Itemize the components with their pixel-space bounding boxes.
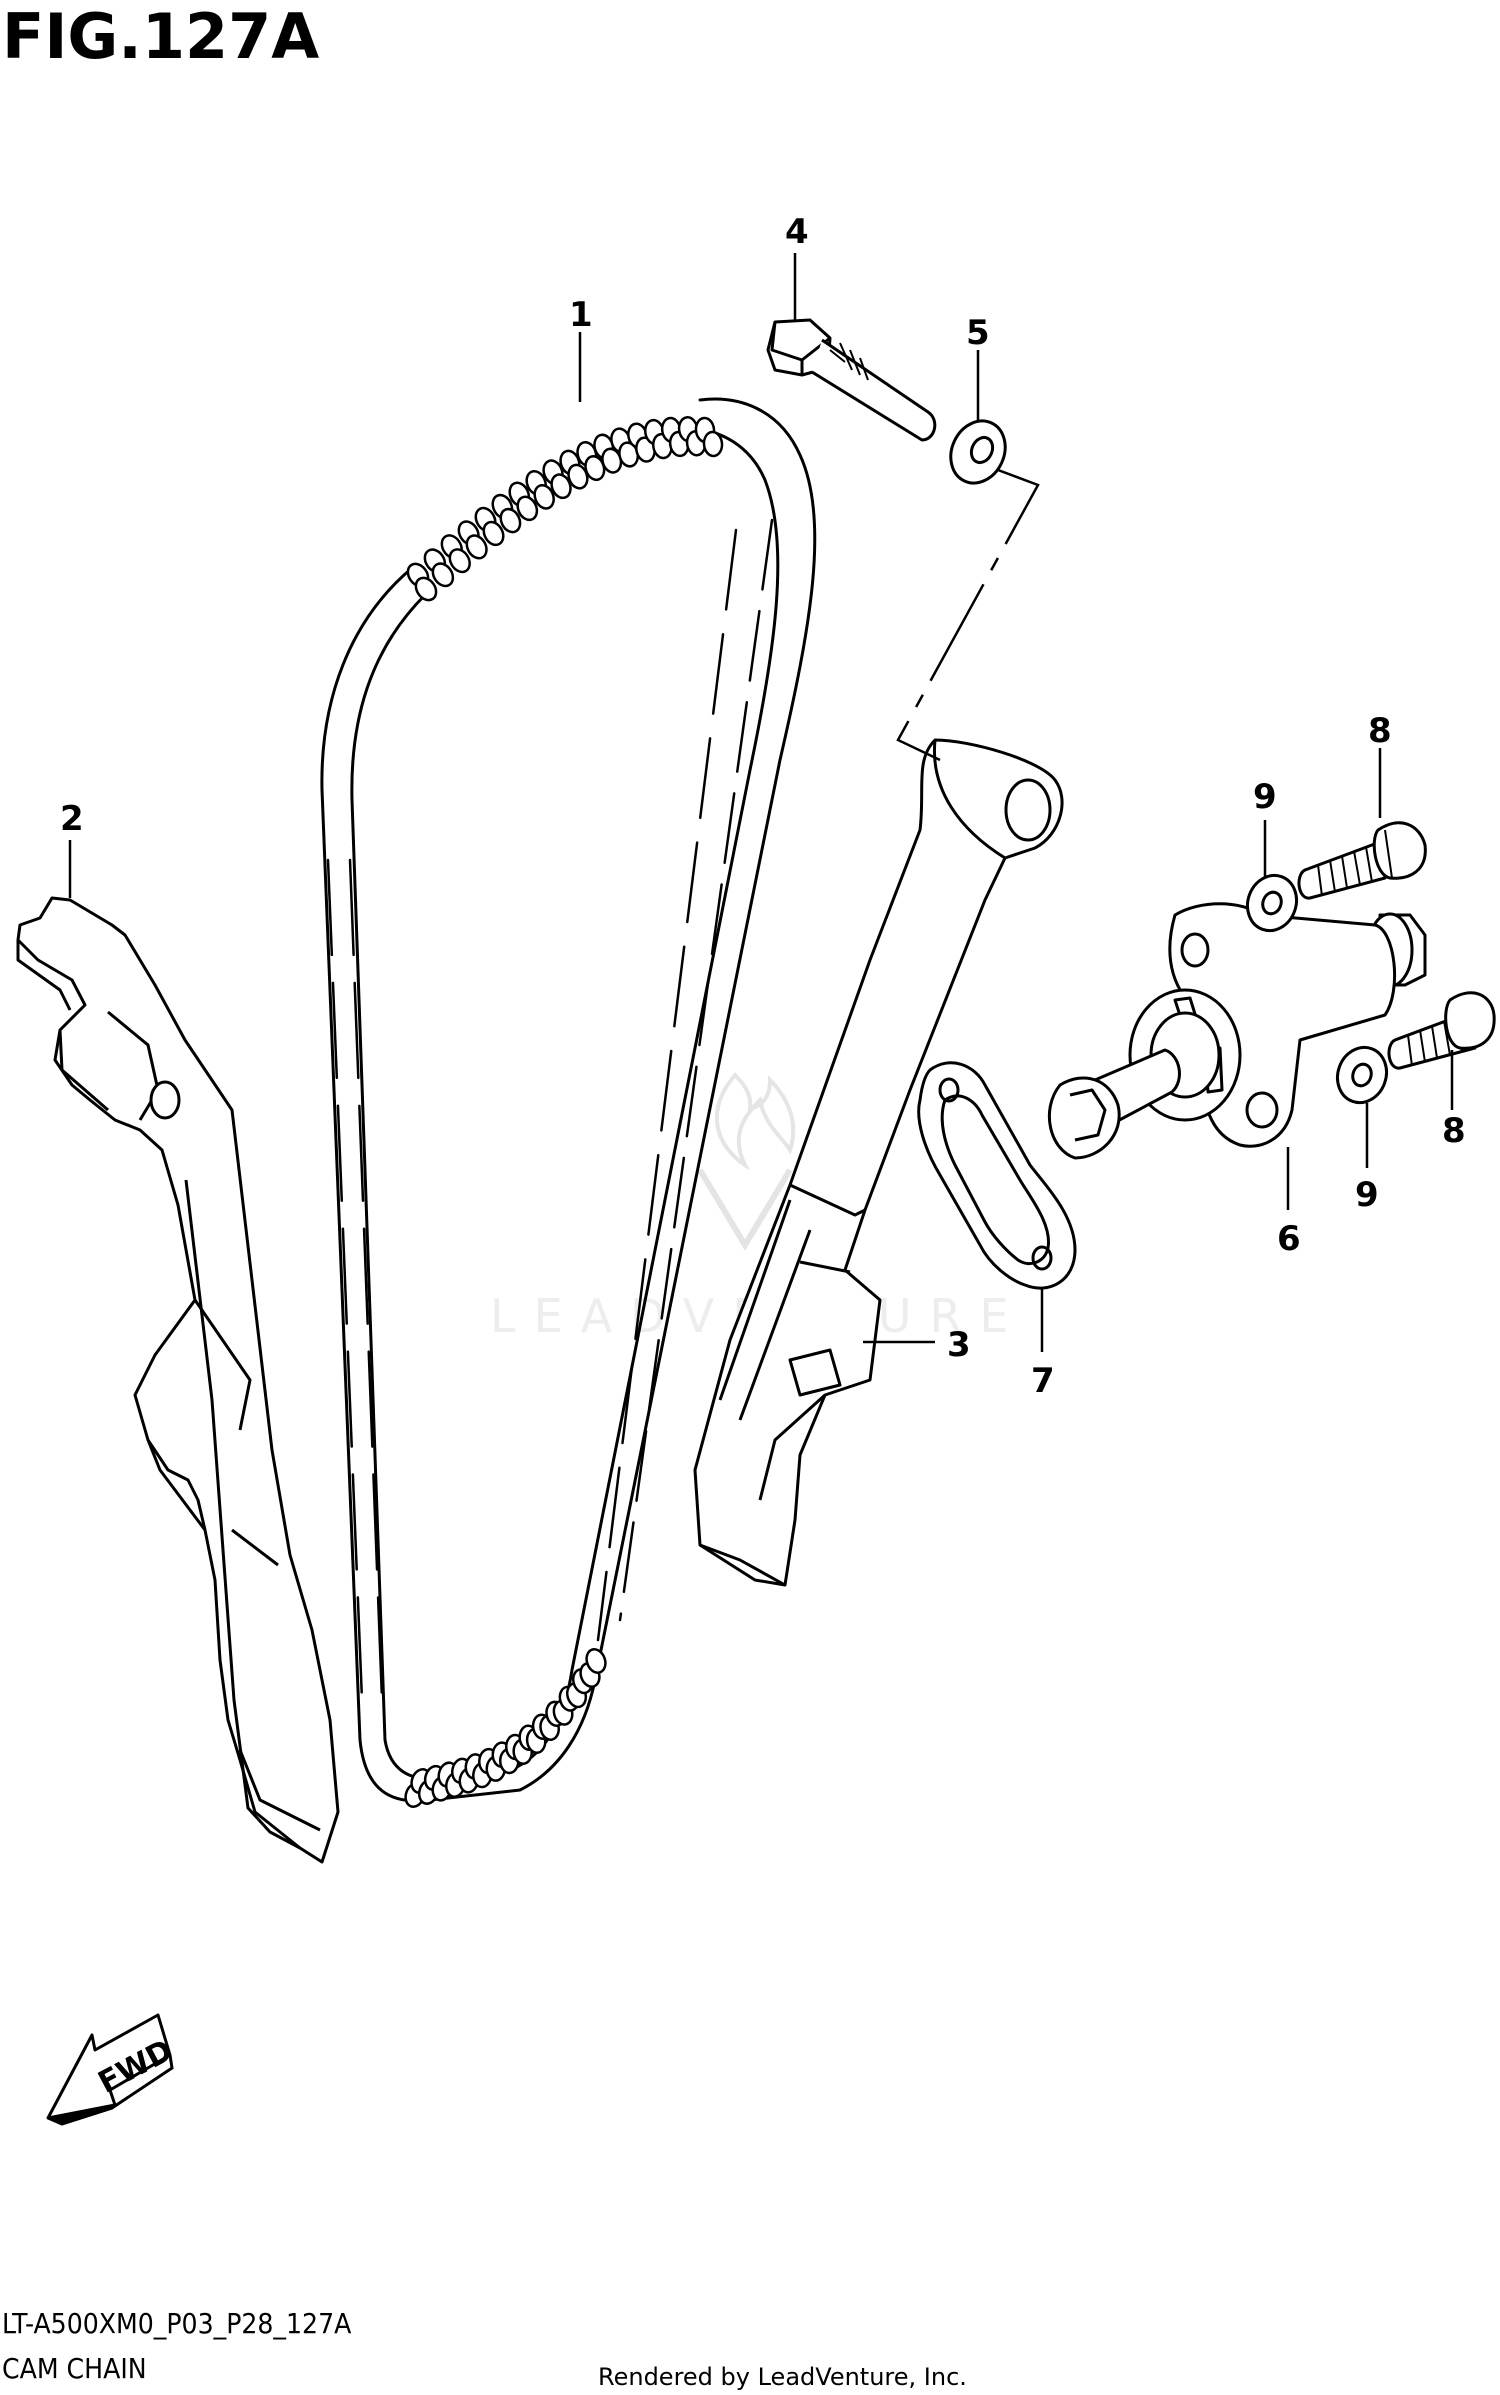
- chain-link: [482, 520, 505, 547]
- pivot-bolt: [766, 318, 937, 442]
- callout-9-upper: 9: [1253, 777, 1277, 817]
- cam-chain-links-bottom: [404, 1648, 607, 1808]
- tensioner-gasket: [917, 1061, 1077, 1290]
- chain-link: [533, 483, 555, 510]
- tensioner-bolt-upper: [1297, 821, 1427, 900]
- cam-chain-tensioner-adjuster: [1047, 902, 1427, 1160]
- chain-link: [585, 1648, 607, 1674]
- chain-link: [550, 473, 572, 500]
- callout-5: 5: [966, 313, 990, 353]
- callout-6: 6: [1277, 1219, 1301, 1259]
- chain-link: [702, 430, 724, 458]
- callout-9-lower: 9: [1355, 1175, 1379, 1215]
- callout-7: 7: [1031, 1361, 1055, 1401]
- cam-chain-guide-front: [16, 896, 340, 1864]
- chain-link: [465, 534, 488, 560]
- chain-link: [499, 507, 522, 534]
- callout-4: 4: [785, 212, 809, 252]
- figure-title: FIG.127A: [2, 0, 319, 73]
- chain-link: [414, 576, 438, 602]
- assembly-line: [896, 468, 1040, 762]
- chain-link: [516, 495, 539, 522]
- leader-lines: [68, 253, 1454, 1352]
- callout-2: 2: [60, 799, 84, 839]
- callout-8-lower: 8: [1442, 1111, 1466, 1151]
- washer-9-lower: [1335, 1045, 1389, 1105]
- rendered-by: Rendered by LeadVenture, Inc.: [598, 2363, 967, 2391]
- section-name: CAM CHAIN: [2, 2352, 147, 2385]
- chain-link: [431, 562, 455, 588]
- cam-chain: [320, 397, 817, 1803]
- callout-8-upper: 8: [1368, 711, 1392, 751]
- washer-5: [949, 419, 1007, 485]
- chain-link: [448, 548, 471, 574]
- callout-1: 1: [569, 295, 593, 335]
- washer-9-upper: [1245, 873, 1299, 933]
- cam-chain-tensioner-arm: [693, 738, 1064, 1587]
- figure-code: LT-A500XM0_P03_P28_127A: [2, 2307, 352, 2340]
- tensioner-bolt-lower: [1387, 991, 1496, 1070]
- callout-3: 3: [947, 1325, 971, 1365]
- cam-chain-links-top: [406, 416, 724, 602]
- fwd-arrow: FWD: [46, 2013, 178, 2126]
